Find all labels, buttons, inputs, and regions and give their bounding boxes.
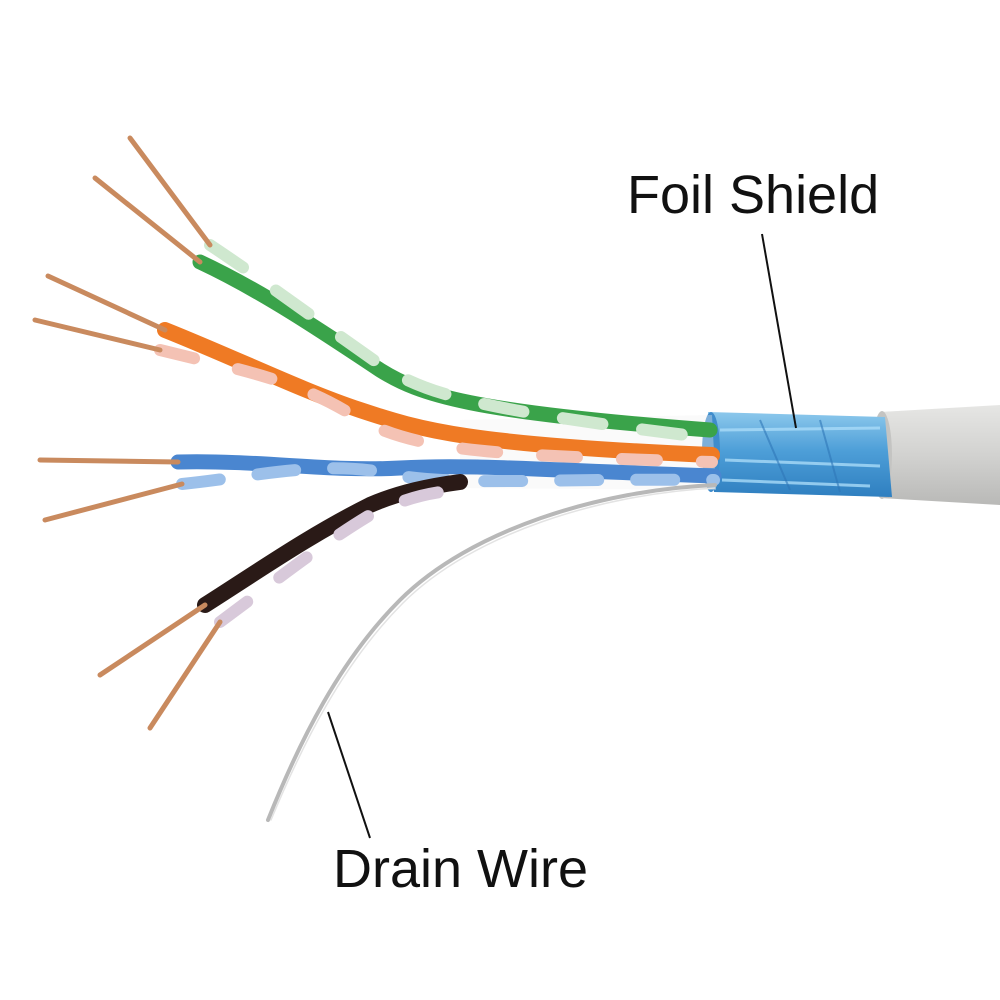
wire-pair-green [92,135,718,444]
foil-shield-label: Foil Shield [627,165,880,225]
foil-shield-leader-line [761,233,797,429]
wire-pair-blue [37,454,722,523]
wire-pair-brown [97,474,468,731]
drain-wire-label: Drain Wire [333,839,589,899]
drain-wire-leader-line [327,711,371,839]
foil-shield [702,412,892,497]
drain-wire [266,483,717,822]
wire-pair-orange [32,273,720,468]
